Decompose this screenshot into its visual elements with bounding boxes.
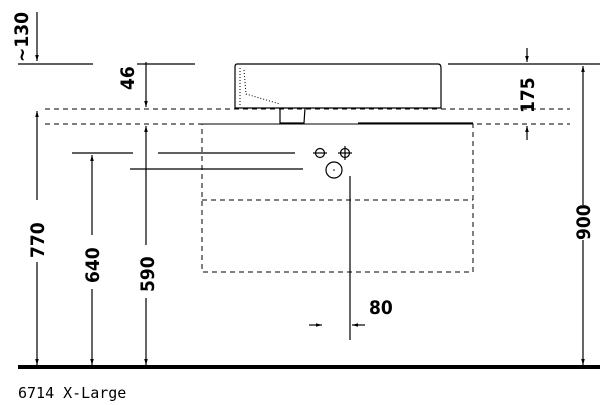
model-size: X-Large [63,384,126,402]
dim-label-130: ~130 [11,12,33,62]
dim-label-590: 590 [137,256,159,292]
basin-outline [234,63,442,124]
water-connection-left [313,147,327,159]
caption: 6714 X-Large [18,384,126,402]
dim-label-770: 770 [27,222,49,258]
dim-label-46: 46 [117,66,139,90]
dim-label-175: 175 [517,77,539,113]
dim-label-900: 900 [573,204,595,240]
waste-connection [325,161,343,179]
drain-outlet [279,107,306,124]
dim-label-80: 80 [369,297,393,319]
dim-label-640: 640 [82,247,104,283]
vanity-outline [201,123,474,273]
water-connection-right [338,146,352,160]
model-number: 6714 [18,384,54,402]
